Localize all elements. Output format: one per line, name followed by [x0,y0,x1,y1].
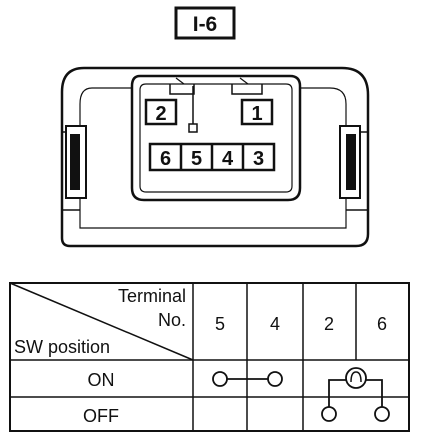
terminal-number: 6 [160,148,171,170]
terminal-number: 4 [222,148,234,170]
connector-code-label: I-6 [193,13,218,36]
terminal-number: 3 [253,148,264,170]
terminal-column-header: 2 [324,314,334,334]
terminal-column-header: 4 [270,314,280,334]
table-frame [9,282,410,432]
terminal-number: 1 [251,103,262,125]
header-position-label: SW position [14,337,110,357]
terminal-cavity [130,74,302,202]
continuity-5-4-on [212,371,283,387]
terminal-cell: 2 [144,98,178,126]
row-position-on: ON [88,370,115,390]
lock-probe [188,123,198,133]
bulb-icon [345,367,367,389]
row-position-off: OFF [83,406,119,426]
switch-continuity-table: Terminal No. SW position 5 4 2 6 ON OFF [9,282,410,432]
header-no-label: No. [158,310,186,330]
right-latch [339,125,361,199]
terminal-cell: 1 [240,98,274,126]
terminal-number: 2 [155,103,166,125]
terminal-column-header: 5 [215,314,225,334]
connector-code-box [174,6,236,40]
left-latch [65,125,87,199]
continuity-2-6-bulb [321,367,390,422]
connector-housing-rim [79,87,347,229]
terminal-number: 5 [191,148,202,170]
terminal-lower-row: 6 5 4 3 [148,142,276,172]
header-terminal-label: Terminal [118,286,186,306]
connector-drawing: I-6 [60,6,370,248]
terminal-column-header: 6 [377,314,387,334]
